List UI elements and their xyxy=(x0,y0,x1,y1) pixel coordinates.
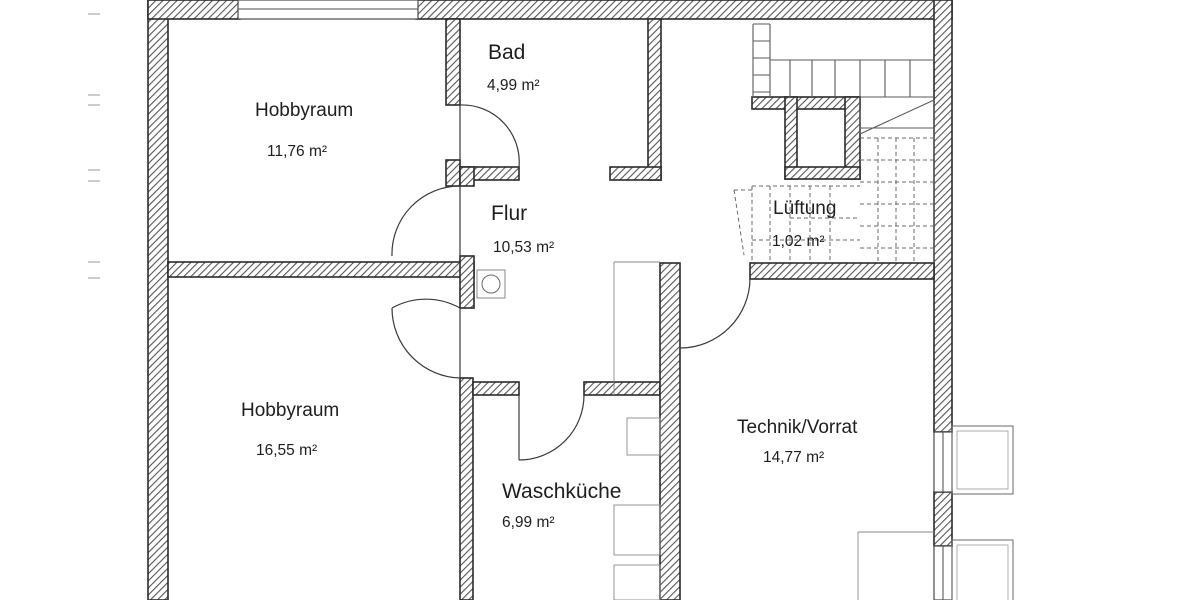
room-area-hobbyraum-1: 11,76 m² xyxy=(267,143,327,160)
room-area-lueftung: 1,02 m² xyxy=(772,233,825,250)
wall-shaft-bottom xyxy=(784,166,861,180)
wall-shaft-top xyxy=(751,96,861,110)
room-bad: Bad 4,99 m² xyxy=(487,41,540,94)
room-name-hobbyraum-1: Hobbyraum xyxy=(255,100,353,121)
wall-wasch-top xyxy=(583,381,661,396)
wall-hobby-divider-stub xyxy=(459,255,475,309)
wall-wasch-right xyxy=(659,262,681,600)
room-waschkueche: Waschküche 6,99 m² xyxy=(502,480,621,531)
wall-technik-top xyxy=(749,262,935,280)
room-area-hobbyraum-2: 16,55 m² xyxy=(256,442,317,459)
wall-left-exterior xyxy=(147,0,169,600)
margin-marks xyxy=(88,13,100,279)
room-name-lueftung: Lüftung xyxy=(773,198,836,219)
wall-hobby-divider xyxy=(167,261,475,278)
interior-walls xyxy=(167,18,935,600)
floor-drain xyxy=(476,269,506,299)
wall-bad-right xyxy=(647,18,662,181)
exterior-walls xyxy=(147,0,953,600)
room-name-flur: Flur xyxy=(491,202,527,225)
wall-wasch-left xyxy=(459,377,474,600)
room-area-flur: 10,53 m² xyxy=(493,239,554,256)
wall-top-exterior xyxy=(415,0,953,20)
staircase xyxy=(733,23,935,263)
room-area-waschkueche: 6,99 m² xyxy=(502,514,555,531)
window-right-upper xyxy=(933,425,1014,495)
room-name-technik-vorrat: Technik/Vorrat xyxy=(737,417,858,438)
wall-wasch-top xyxy=(472,381,520,396)
window-top xyxy=(237,0,419,20)
room-area-technik-vorrat: 14,77 m² xyxy=(763,449,824,466)
room-name-hobbyraum-2: Hobbyraum xyxy=(241,400,339,421)
wall-right-exterior xyxy=(933,491,953,547)
room-hobbyraum-1: Hobbyraum 11,76 m² xyxy=(255,100,353,160)
wall-bad-bottom-stub xyxy=(459,166,475,187)
room-hobbyraum-2: Hobbyraum 16,55 m² xyxy=(241,400,339,459)
door-swings xyxy=(391,104,751,461)
room-name-bad: Bad xyxy=(488,41,525,64)
room-name-waschkueche: Waschküche xyxy=(502,480,621,503)
room-area-bad: 4,99 m² xyxy=(487,77,540,94)
room-lueftung: Lüftung 1,02 m² xyxy=(772,198,836,250)
fixtures xyxy=(613,261,934,600)
wall-bad-left-stub xyxy=(445,159,461,187)
room-technik-vorrat: Technik/Vorrat 14,77 m² xyxy=(737,417,858,466)
wall-top-exterior xyxy=(147,0,241,20)
wall-bad-left xyxy=(445,18,461,106)
window-right-lower xyxy=(933,539,1014,600)
wall-bad-bottom xyxy=(609,166,662,181)
room-flur: Flur 10,53 m² xyxy=(491,202,554,256)
wall-right-exterior xyxy=(933,0,953,433)
